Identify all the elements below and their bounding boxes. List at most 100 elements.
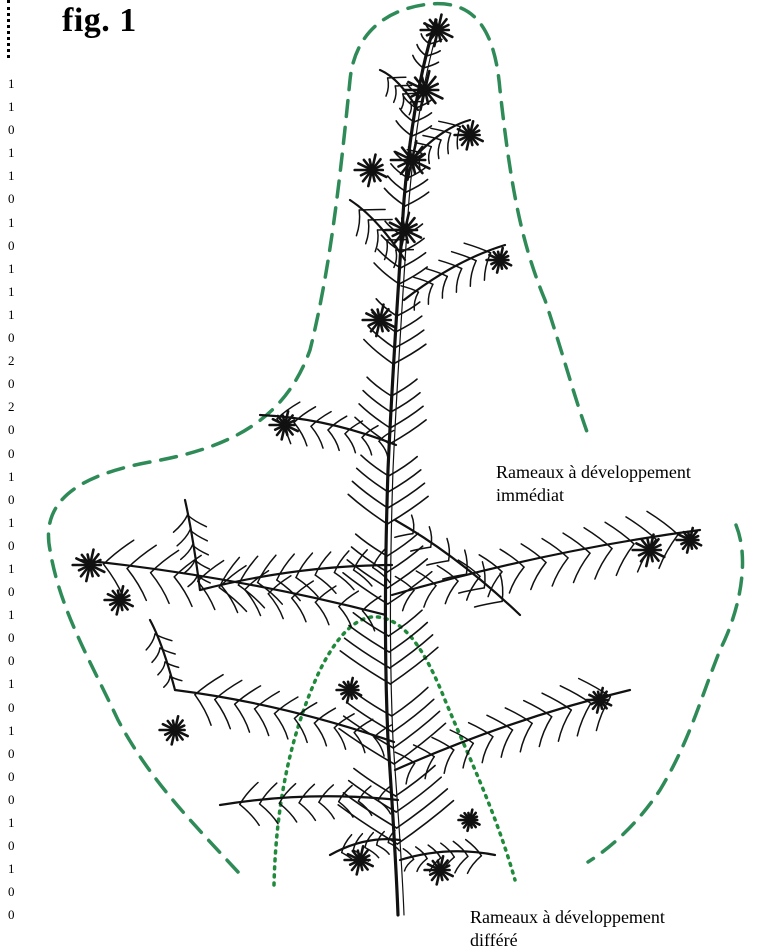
plant-branch-needle <box>319 785 333 802</box>
plant-stem-needle <box>400 108 414 122</box>
plant-branch-needle <box>574 553 591 582</box>
plant-branch-needle <box>509 567 524 593</box>
plant-branch-needle <box>520 723 532 752</box>
plant-branch-needle <box>395 85 411 86</box>
plant-branch-needle <box>219 588 246 612</box>
plant-branch-needle <box>342 835 352 853</box>
plant-branch-needle <box>482 562 485 588</box>
plant-stem-needle <box>393 711 439 748</box>
plant-branch-needle <box>414 292 418 310</box>
plant-branch-needle <box>448 133 451 153</box>
plant-stem-needle <box>387 533 418 556</box>
plant-branch-needle <box>429 147 432 164</box>
plant-stem-needle <box>340 651 390 684</box>
plant-branch-needle <box>345 434 355 453</box>
plant-branch-needle <box>164 676 170 687</box>
plant-branch-needle <box>386 78 388 96</box>
plant-branch-needle <box>441 843 455 857</box>
plant-stem-needle <box>391 379 417 396</box>
plant-branch-needle <box>339 802 353 817</box>
plant-branch-needle <box>542 693 571 710</box>
plant-stem-needle <box>392 687 428 716</box>
plant-branch-needle <box>221 585 237 612</box>
plant-stem-needle <box>406 180 427 193</box>
plant-stem-needle <box>396 316 422 332</box>
plant-stem-needle <box>367 377 391 396</box>
plant-stem-needle <box>399 267 427 284</box>
plant-branch-needle <box>104 540 134 564</box>
plant-branch-needle <box>465 550 467 574</box>
plant-stem-needle <box>348 494 387 524</box>
plant-branch-needle <box>146 634 155 650</box>
plant-branch-needle <box>379 431 394 442</box>
plant-branch-needle <box>470 261 476 287</box>
plant-stem-needle <box>393 344 426 364</box>
plant-branch-needle <box>475 601 503 607</box>
plant-branch-needle <box>366 220 369 244</box>
plant-branch-needle <box>359 210 385 211</box>
plant-branch-needle <box>255 709 269 736</box>
plant-branch-needle <box>334 551 349 573</box>
plant-branch-needle <box>296 553 312 577</box>
plant-branch-needle <box>429 527 431 547</box>
plant-stem-needle <box>413 55 423 68</box>
plant-branch-needle <box>275 714 288 739</box>
plant-branch-needle <box>339 591 358 606</box>
plant-stem-needle <box>414 113 432 122</box>
plant-branch-needle <box>531 563 546 590</box>
plant-branch-needle <box>428 284 433 304</box>
plant-branch-needle <box>432 737 454 750</box>
plant-branch-needle <box>315 552 331 575</box>
plant-stem-needle <box>396 121 412 136</box>
plant-branch-needle <box>363 596 381 611</box>
plant-branch-needle <box>577 703 591 736</box>
plant-branch-needle <box>295 718 308 742</box>
plant-branch-needle <box>484 253 490 280</box>
plant-stem-needle <box>417 45 426 56</box>
plant-branch-needle <box>647 511 678 534</box>
plant-branch-needle <box>339 607 352 628</box>
plant-stem-needle <box>374 263 399 284</box>
label-immediate-line-2: immédiat <box>496 484 691 507</box>
plant-stem-needle <box>396 777 441 812</box>
plant-branch-needle <box>181 545 193 559</box>
plant-branch-needle <box>277 554 294 580</box>
plant-branch-needle <box>379 441 388 457</box>
plant-branch-needle <box>238 585 264 608</box>
plant-branch-needle <box>174 515 188 532</box>
plant-stem-needle <box>388 176 407 192</box>
label-deferred-branches: Rameaux à développement différé <box>470 906 665 952</box>
plant-branch-needle <box>299 803 315 821</box>
plant-branch-needle <box>416 571 436 586</box>
plant-stem-needle <box>396 766 436 797</box>
plant-branch-needle <box>235 704 250 732</box>
plant-branch-needle <box>299 784 314 803</box>
plant-branch-needle <box>406 763 415 784</box>
plant-branch-needle <box>424 586 436 607</box>
plant-branch-needle <box>195 695 211 726</box>
plant-branch-needle <box>595 549 612 579</box>
plant-stem-needle <box>397 789 448 828</box>
plant-branch-needle <box>279 803 296 822</box>
plant-branch-needle <box>368 220 392 221</box>
plant-branch-needle <box>605 522 634 544</box>
plant-branch-needle <box>388 77 406 78</box>
plant-branch-needle <box>659 535 678 569</box>
plant-branch-needle <box>453 841 468 856</box>
plant-branch-needle <box>174 577 192 607</box>
plant-branch-needle <box>152 648 160 662</box>
plant-branch-needle <box>240 804 259 825</box>
plant-branch-needle <box>362 438 372 455</box>
label-deferred-line-2: différé <box>470 929 665 952</box>
plant-branch-needle <box>402 94 404 109</box>
plant-branch-needle <box>195 675 223 695</box>
plant-stem-needle <box>345 638 390 668</box>
plant-branch-needle <box>501 730 512 757</box>
immediate-branches-outline-right <box>588 525 743 862</box>
plant-branch-needle <box>395 577 414 591</box>
plant-branch-needle <box>416 847 427 859</box>
plant-branch-needle <box>377 845 389 854</box>
plant-branch-needle <box>427 561 449 565</box>
plant-branch-needle <box>455 856 468 872</box>
